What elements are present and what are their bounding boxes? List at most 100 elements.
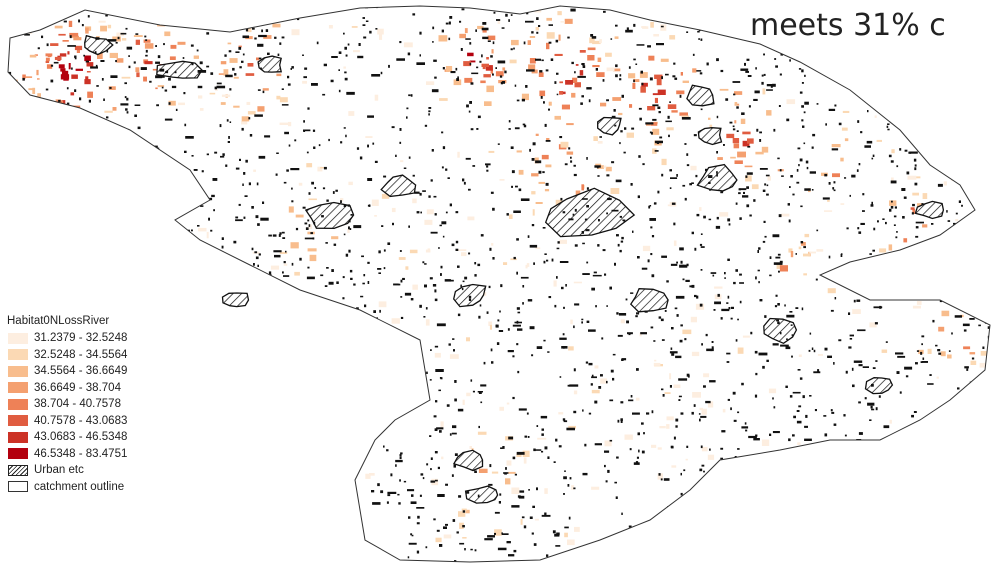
feature-dot: [745, 71, 749, 73]
feature-dot: [557, 241, 560, 244]
feature-dot: [952, 75, 956, 78]
feature-dot: [890, 206, 894, 209]
habitat-patch: [263, 35, 272, 39]
feature-dot: [214, 151, 218, 154]
feature-dot: [787, 203, 790, 206]
feature-dot: [938, 352, 942, 355]
feature-dot: [69, 11, 73, 14]
feature-dot: [520, 198, 530, 201]
feature-dot: [201, 410, 204, 413]
feature-dot: [879, 502, 882, 505]
feature-dot: [651, 131, 653, 135]
habitat-patch: [302, 80, 307, 84]
feature-dot: [318, 144, 321, 147]
feature-dot: [616, 234, 619, 237]
habitat-patch: [947, 354, 952, 359]
feature-dot: [316, 524, 320, 527]
feature-dot: [621, 512, 623, 515]
feature-dot: [883, 425, 890, 429]
feature-dot: [286, 169, 289, 172]
habitat-patch: [874, 115, 877, 118]
habitat-patch: [239, 350, 244, 356]
habitat-patch: [531, 173, 539, 177]
feature-dot: [338, 89, 341, 93]
feature-dot: [68, 269, 71, 272]
feature-dot: [404, 564, 412, 566]
feature-dot: [710, 12, 713, 15]
feature-dot: [693, 530, 696, 533]
feature-dot: [416, 507, 425, 509]
habitat-patch: [104, 110, 113, 113]
feature-dot: [840, 254, 843, 257]
feature-dot: [668, 134, 670, 138]
feature-dot: [721, 308, 730, 312]
habitat-patch: [486, 57, 489, 60]
habitat-patch: [888, 244, 893, 251]
feature-dot: [89, 297, 93, 300]
habitat-patch: [243, 523, 248, 531]
feature-dot: [982, 221, 984, 224]
feature-dot: [611, 115, 616, 119]
feature-dot: [408, 94, 411, 97]
feature-dot: [398, 283, 401, 286]
feature-dot: [735, 531, 738, 534]
feature-dot: [629, 448, 632, 451]
urban-polygon: [452, 449, 484, 472]
feature-dot: [582, 242, 585, 245]
feature-dot: [336, 498, 342, 501]
habitat-patch: [532, 209, 535, 216]
feature-dot: [241, 127, 244, 131]
feature-dot: [428, 195, 431, 198]
feature-dot: [278, 301, 283, 304]
habitat-patch: [308, 198, 317, 201]
habitat-patch: [506, 402, 510, 405]
feature-dot: [586, 205, 589, 208]
feature-dot: [601, 543, 605, 546]
feature-dot: [697, 537, 700, 539]
habitat-patch: [969, 352, 976, 355]
urban-polygon: [257, 55, 283, 73]
habitat-patch: [458, 511, 466, 517]
habitat-patch: [459, 522, 464, 529]
feature-dot: [815, 278, 818, 281]
feature-dot: [773, 128, 776, 132]
feature-dot: [907, 452, 911, 455]
feature-dot: [197, 6, 200, 8]
feature-dot: [457, 408, 464, 412]
feature-dot: [497, 143, 500, 145]
feature-dot: [746, 186, 749, 189]
feature-dot: [422, 477, 425, 480]
feature-dot: [441, 131, 444, 134]
habitat-patch: [348, 398, 356, 404]
feature-dot: [684, 143, 687, 145]
feature-dot: [492, 73, 494, 76]
habitat-patch: [491, 49, 494, 54]
feature-dot: [628, 66, 631, 69]
legend-label: 31.2379 - 32.5248: [34, 332, 128, 345]
feature-dot: [902, 507, 906, 511]
habitat-patch: [521, 93, 529, 101]
feature-dot: [991, 167, 994, 169]
feature-dot: [356, 409, 358, 412]
feature-dot: [531, 31, 534, 34]
feature-dot: [144, 257, 147, 260]
feature-dot: [340, 141, 343, 144]
habitat-patch: [204, 11, 211, 16]
feature-dot: [724, 277, 726, 279]
feature-dot: [556, 247, 560, 250]
feature-dot: [156, 104, 159, 107]
feature-dot: [638, 449, 640, 453]
feature-dot: [529, 244, 538, 248]
habitat-patch: [690, 316, 697, 323]
feature-dot: [571, 61, 574, 65]
feature-dot: [507, 328, 510, 331]
feature-dot: [345, 54, 348, 57]
feature-dot: [759, 549, 762, 552]
feature-dot: [799, 158, 803, 162]
feature-dot: [202, 287, 205, 290]
habitat-patch: [535, 133, 539, 136]
feature-dot: [91, 154, 96, 158]
feature-dot: [581, 63, 584, 65]
feature-dot: [636, 44, 645, 46]
feature-dot: [433, 415, 437, 418]
